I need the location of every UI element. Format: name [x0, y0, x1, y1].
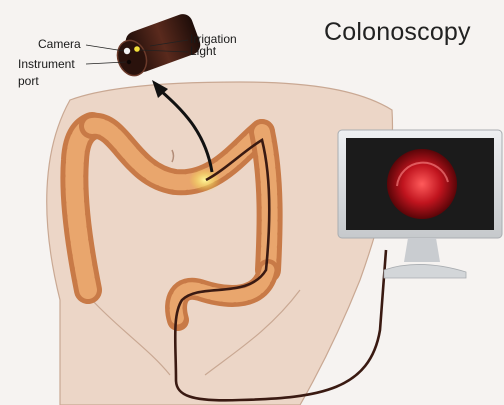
instrument-port-opening: [127, 60, 131, 64]
label-instrument-port: Instrument: [18, 58, 75, 71]
label-camera: Camera: [38, 38, 81, 51]
monitor-base: [384, 264, 466, 278]
camera-lens: [124, 48, 130, 54]
scope-tip-light: [189, 168, 221, 192]
monitor-neck: [404, 238, 440, 262]
label-light: Light: [190, 45, 216, 58]
light-source: [134, 46, 140, 52]
label-instrument-port-line2: port: [18, 75, 39, 88]
diagram-title: Colonoscopy: [324, 18, 471, 47]
